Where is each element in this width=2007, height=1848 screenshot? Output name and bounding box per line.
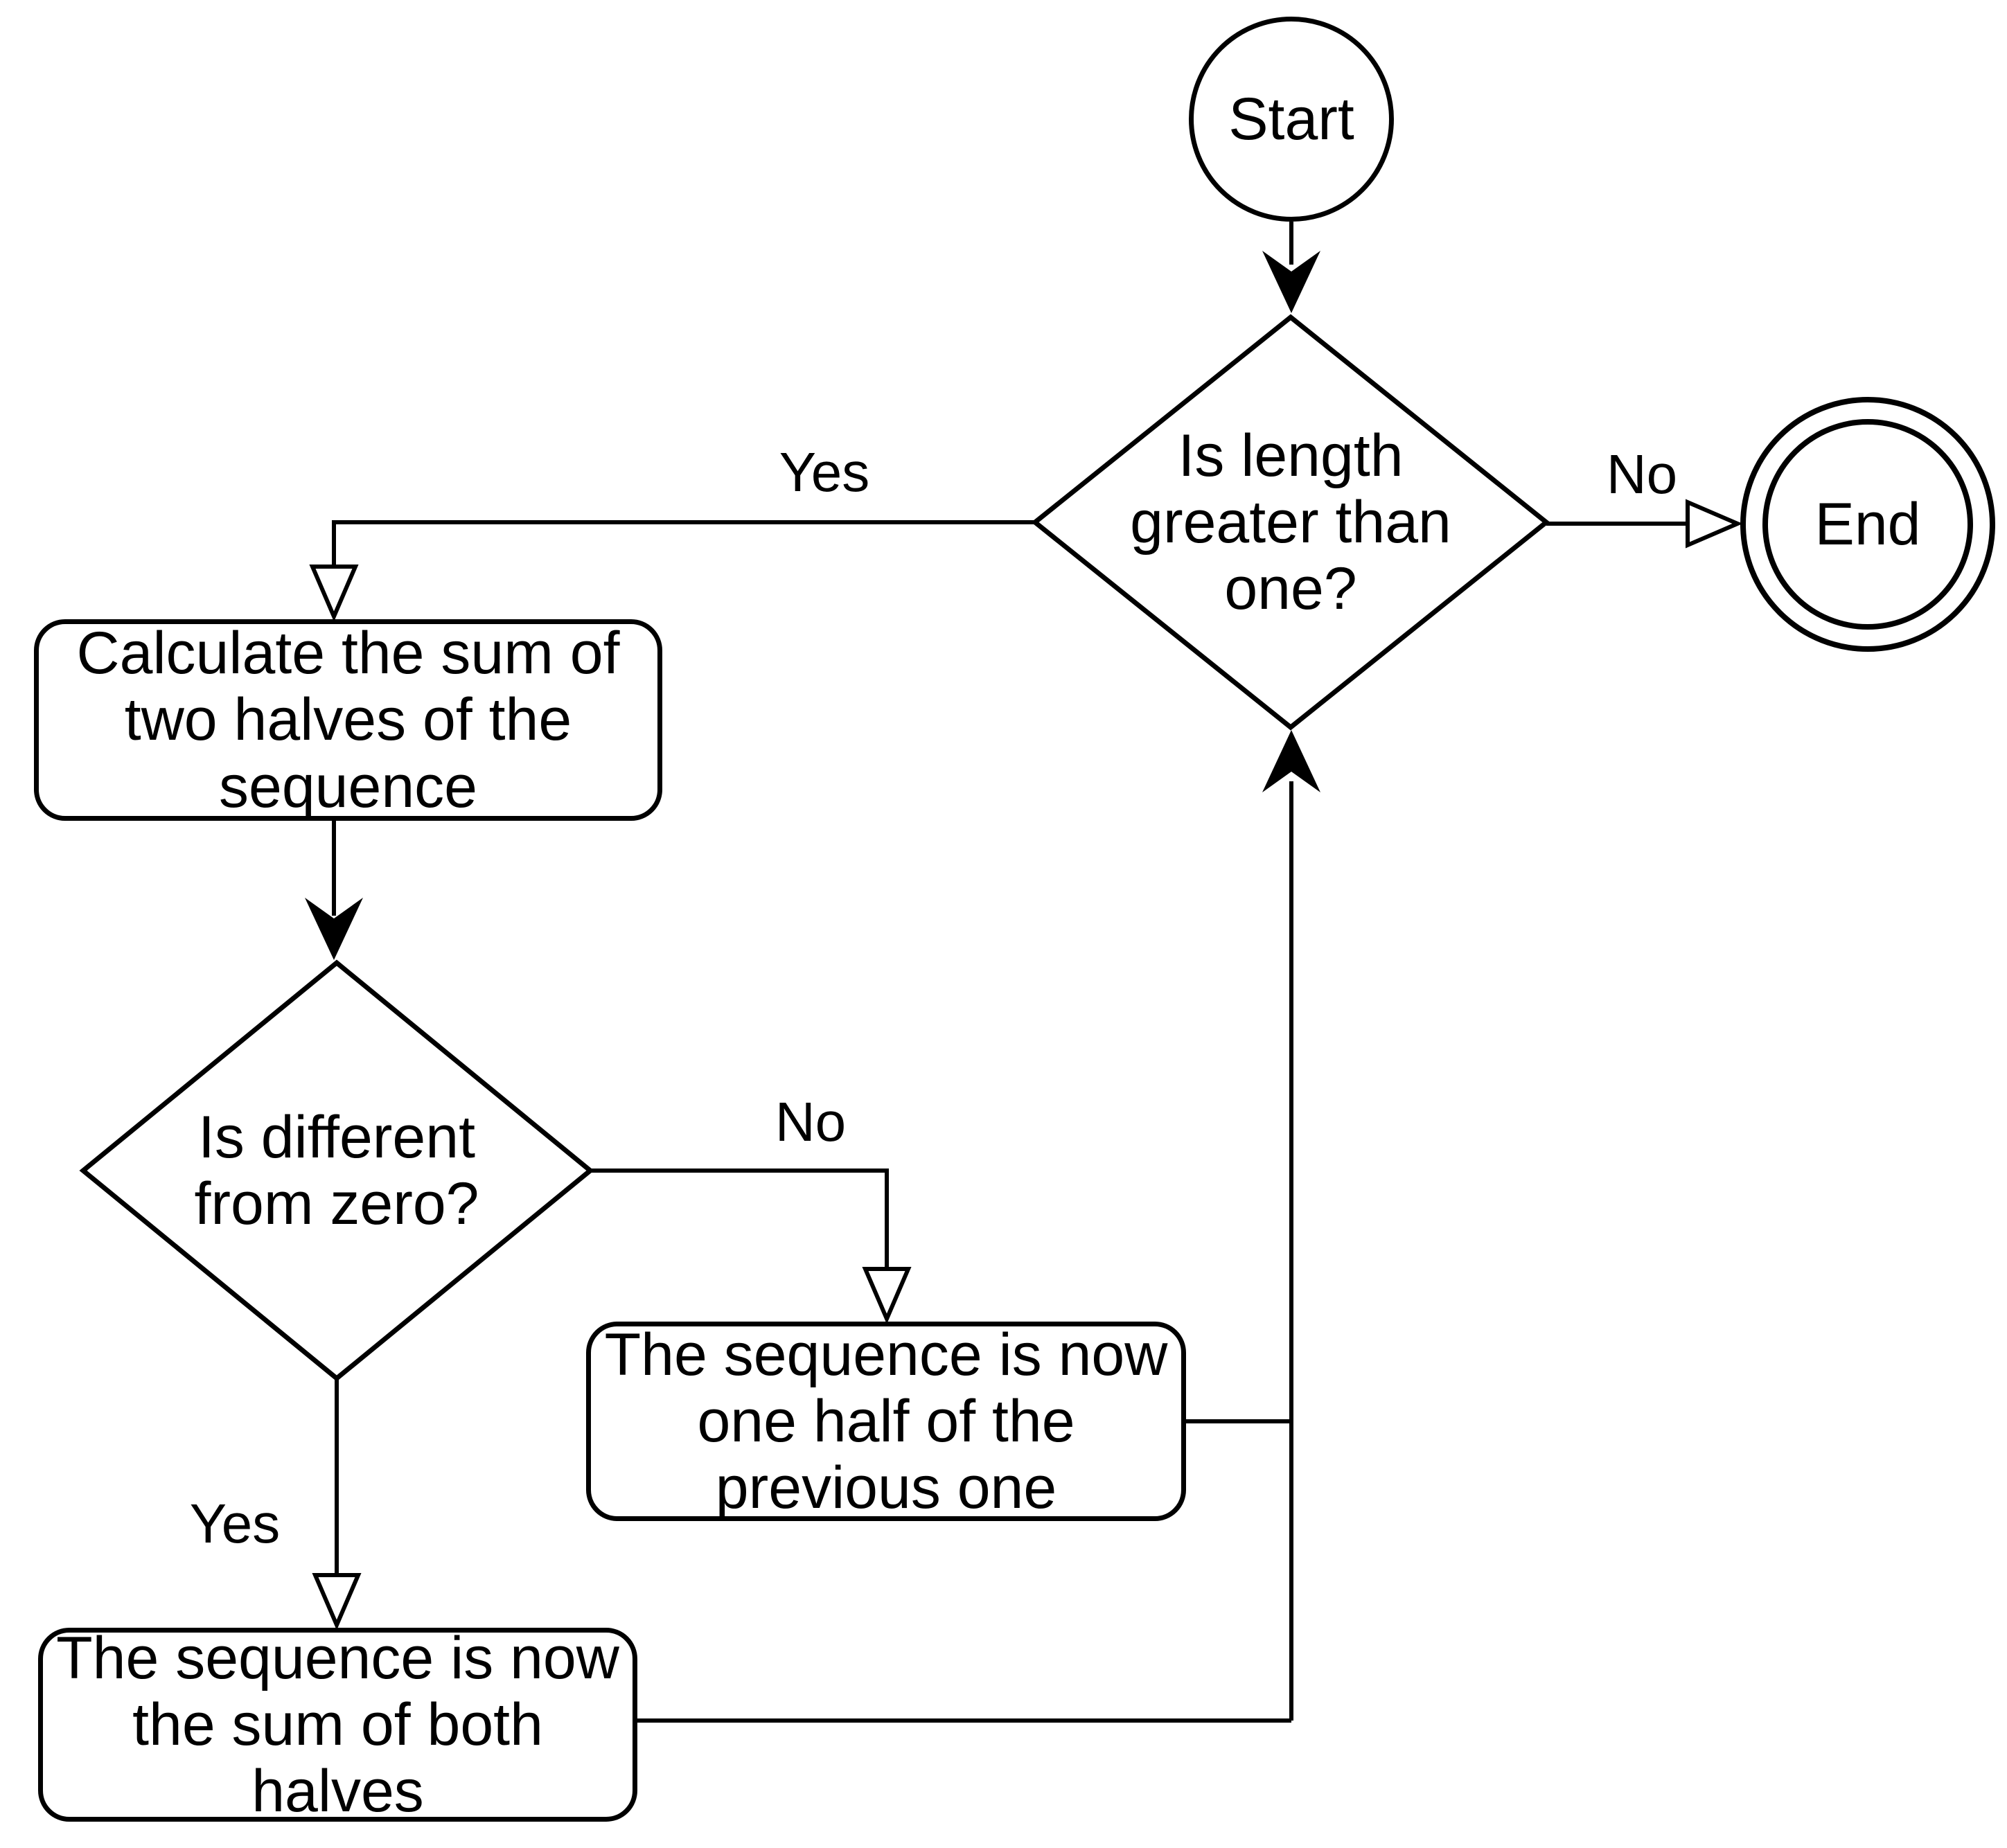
process-calculate-node: Calculate the sum of two halves of the s… [34,619,662,821]
edge-label-length-no: No [1602,445,1682,504]
decision-length-diamond [1031,314,1550,731]
end-node: End [1740,397,1995,652]
process-half-label: The sequence is now one half of the prev… [604,1321,1168,1522]
decision-length-label: Is length greater than one? [1130,422,1451,623]
solid-arrowheads [305,251,1320,960]
decision-zero-node: Is different from zero? [94,1074,579,1268]
end-label: End [1814,490,1921,558]
arrowhead-into-length-bottom [1262,730,1320,792]
open-arrowheads [309,499,1743,1631]
process-sum-node: The sequence is now the sum of both halv… [38,1624,637,1825]
edge-label-length-yes: Yes [775,443,874,501]
process-calculate-label: Calculate the sum of two halves of the s… [76,620,620,820]
process-sum-label: The sequence is now the sum of both halv… [56,1624,619,1825]
connector-lines [332,222,1690,1723]
start-node: Start [1189,17,1394,222]
arrowhead-into-end [1686,499,1743,549]
arrowhead-into-calculate [309,565,359,622]
end-node-inner-ring: End [1762,419,1973,630]
arrowhead-into-sum [312,1573,362,1631]
process-half-node: The sequence is now one half of the prev… [586,1322,1186,1521]
edge-label-zero-yes: Yes [185,1495,285,1553]
arrowhead-into-half [862,1267,912,1324]
arrowhead-into-length-top [1262,251,1320,313]
edge-label-zero-no: No [770,1093,851,1151]
decision-zero-label: Is different from zero? [194,1103,479,1237]
start-label: Start [1228,85,1354,152]
decision-length-node: Is length greater than one? [1048,418,1533,626]
arrowhead-into-zero-top [305,898,363,960]
